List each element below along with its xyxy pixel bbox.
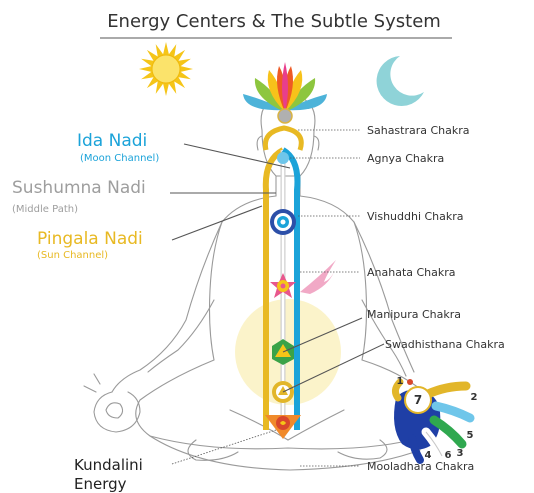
nadi-labels: Ida Nadi (Moon Channel) Sushumna Nadi (M… [12, 131, 290, 261]
page-title: Energy Centers & The Subtle System [107, 11, 441, 32]
sushumna-nadi-subtitle: (Middle Path) [12, 204, 78, 215]
finger-number-5: 5 [467, 430, 474, 441]
finger-number-7: 7 [414, 393, 422, 407]
kundalini-label: Kundalini Energy [74, 430, 276, 493]
chakra-label-manipura: Manipura Chakra [367, 308, 461, 321]
pingala-nadi-subtitle: (Sun Channel) [37, 250, 108, 261]
finger-number-2: 2 [471, 392, 478, 403]
moon-icon [377, 56, 424, 106]
agnya-chakra-icon [277, 152, 289, 164]
finger-chakra-hand: 7 1 2 5 3 6 4 [394, 376, 478, 461]
pingala-nadi-title: Pingala Nadi [37, 229, 143, 249]
vishuddhi-chakra-icon [270, 209, 296, 235]
kundalini-line-2: Energy [74, 475, 127, 493]
chakra-label-sahastrara: Sahastrara Chakra [367, 124, 470, 137]
kundalini-line-1: Kundalini [74, 456, 143, 474]
sushumna-nadi-title: Sushumna Nadi [12, 178, 146, 198]
chakra-label-agnya: Agnya Chakra [367, 152, 444, 165]
heart-flame-icon [300, 260, 336, 294]
finger-number-3: 3 [457, 448, 464, 459]
chakra-label-mooladhara: Mooladhara Chakra [367, 460, 474, 473]
ida-nadi-subtitle: (Moon Channel) [80, 153, 159, 164]
finger-number-1: 1 [397, 376, 404, 387]
chakra-label-swadhisthana: Swadhisthana Chakra [385, 338, 505, 351]
chakra-label-vishuddhi: Vishuddhi Chakra [367, 210, 464, 223]
chakra-label-anahata: Anahata Chakra [367, 266, 456, 279]
sun-icon [139, 42, 193, 96]
ida-nadi-title: Ida Nadi [77, 131, 147, 151]
